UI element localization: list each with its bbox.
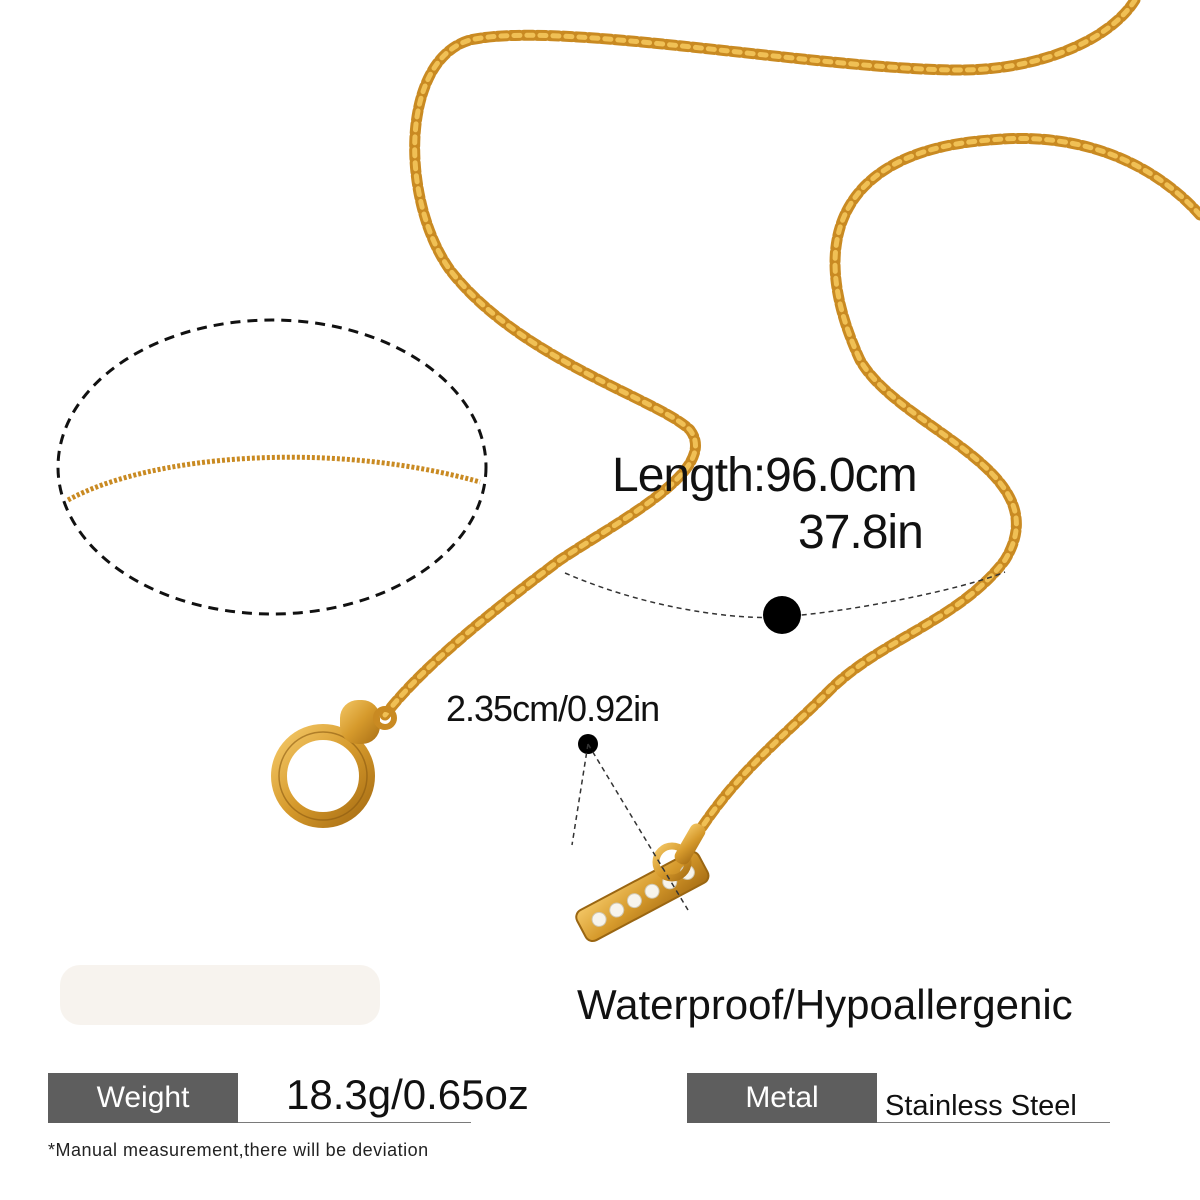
length-measure-dot — [763, 596, 801, 634]
chain-zoom-ellipse — [56, 318, 488, 616]
metal-value: Stainless Steel — [885, 1090, 1077, 1122]
zoomed-chain-detail — [66, 454, 481, 503]
metal-label-box: Metal — [687, 1073, 877, 1123]
length-label: Length:96.0cm — [612, 449, 918, 502]
toggle-ring — [271, 700, 397, 828]
weight-label-box: Weight — [48, 1073, 238, 1123]
weight-value: 18.3g/0.65oz — [286, 1071, 529, 1118]
metal-underline — [877, 1122, 1110, 1123]
length-inches: 37.8in — [798, 506, 924, 559]
toggle-bar-pendant — [575, 823, 710, 942]
reflection — [60, 965, 380, 1025]
measurement-note: *Manual measurement,there will be deviat… — [48, 1140, 429, 1160]
pendant-size-label: 2.35cm/0.92in — [446, 688, 660, 729]
features-label: Waterproof/Hypoallergenic — [577, 981, 1073, 1028]
weight-underline — [238, 1122, 471, 1123]
